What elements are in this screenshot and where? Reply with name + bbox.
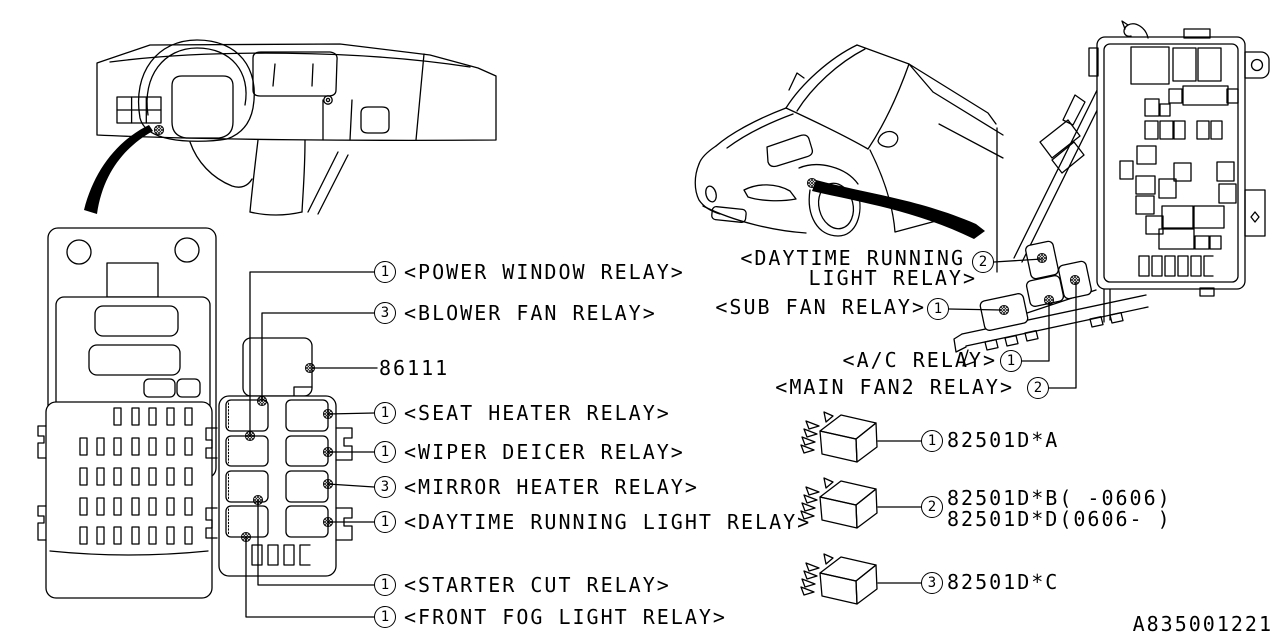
label-text: <WIPER DEICER RELAY>: [404, 439, 685, 464]
label-seat-heater-relay: 1 <SEAT HEATER RELAY>: [374, 402, 671, 424]
car-illustration: [694, 44, 1004, 273]
label-text: <SEAT HEATER RELAY>: [404, 400, 671, 425]
callout-number: 3: [374, 476, 396, 498]
label-text: <MIRROR HEATER RELAY>: [404, 474, 699, 499]
cabin-leader-lines: [240, 271, 378, 618]
callout-number: 1: [927, 298, 949, 320]
callout-number: 1: [1000, 350, 1022, 372]
label-power-window-relay: 1 <POWER WINDOW RELAY>: [374, 261, 685, 283]
cabin-relay-box-illustration: [218, 337, 353, 577]
label-front-fog-light-relay: 1 <FRONT FOG LIGHT RELAY>: [374, 606, 727, 628]
cabin-fuse-panel-illustration: [37, 227, 218, 599]
callout-number: 2: [1027, 377, 1049, 399]
label-text: <FRONT FOG LIGHT RELAY>: [404, 604, 727, 629]
label-mirror-heater-relay: 3 <MIRROR HEATER RELAY>: [374, 476, 699, 498]
callout-number: 1: [921, 430, 943, 452]
label-text: <DAYTIME RUNNING LIGHT RELAY>: [404, 509, 812, 534]
engine-fuse-box-illustration: [1013, 20, 1270, 323]
label-wiper-deicer-relay: 1 <WIPER DEICER RELAY>: [374, 441, 685, 463]
dashboard-illustration: [84, 39, 497, 216]
callout-number: 1: [374, 441, 396, 463]
label-main-fan2-relay: <MAIN FAN2 RELAY>: [775, 375, 1014, 399]
callout-number: 3: [921, 572, 943, 594]
figure-code: A835001221: [1132, 612, 1273, 636]
label-part-82501DA: 82501D*A: [947, 428, 1060, 452]
label-ac-relay: <A/C RELAY>: [842, 348, 997, 372]
callout-number: 1: [374, 511, 396, 533]
callout-number: 3: [374, 302, 396, 324]
label-daytime-running-line2: LIGHT RELAY>: [808, 266, 977, 290]
label-daytime-running-light-relay-cabin: 1 <DAYTIME RUNNING LIGHT RELAY>: [374, 511, 811, 533]
label-text: <STARTER CUT RELAY>: [404, 572, 671, 597]
callout-number: 1: [374, 402, 396, 424]
label-sub-fan-relay: <SUB FAN RELAY>: [715, 295, 926, 319]
label-text: <POWER WINDOW RELAY>: [404, 259, 685, 284]
callout-number: 2: [972, 251, 994, 273]
label-starter-cut-relay: 1 <STARTER CUT RELAY>: [374, 574, 671, 596]
engine-relay-bracket-illustration: [948, 240, 1149, 389]
callout-number: 2: [921, 496, 943, 518]
label-part-82501DC: 82501D*C: [947, 570, 1060, 594]
label-part-82501DD: 82501D*D(0606- ): [947, 507, 1172, 531]
callout-number: 1: [374, 261, 396, 283]
label-text: <BLOWER FAN RELAY>: [404, 300, 657, 325]
label-daytime-running-line1: <DAYTIME RUNNING: [740, 246, 965, 270]
relay-part-illustrations: [800, 411, 922, 605]
label-blower-fan-relay: 3 <BLOWER FAN RELAY>: [374, 302, 657, 324]
label-part-number-86111: 86111: [379, 356, 450, 380]
label-part-82501DB: 82501D*B( -0606): [947, 486, 1172, 510]
callout-number: 1: [374, 606, 396, 628]
callout-number: 1: [374, 574, 396, 596]
